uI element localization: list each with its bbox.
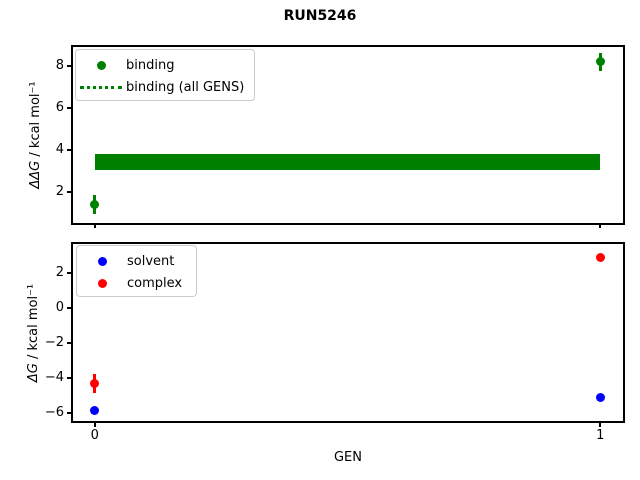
y-tick <box>67 107 72 110</box>
figure-title: RUN5246 <box>283 8 357 24</box>
x-tick-label: 1 <box>596 428 605 443</box>
legend-label-solvent: solvent <box>127 253 175 269</box>
y-axis-label-ddg-symbol: ΔΔG <box>28 160 43 189</box>
data-point-complex-1 <box>595 252 605 262</box>
y-tick <box>67 306 72 309</box>
legend-item-solvent: solvent <box>77 250 188 272</box>
y-tick-label: 8 <box>55 58 64 74</box>
legend-item-binding: binding <box>76 54 246 76</box>
y-axis-label-ddg: ΔΔG / kcal mol⁻¹ <box>28 25 44 245</box>
y-tick <box>67 65 72 68</box>
y-tick-label: −2 <box>44 335 64 351</box>
legend-marker-solvent-icon <box>77 256 127 266</box>
y-tick-label: 0 <box>55 299 64 315</box>
x-tick-label: 0 <box>90 428 99 443</box>
y-tick-label: 6 <box>55 100 64 116</box>
legend-item-binding-all-gens: binding (all GENS) <box>76 76 246 98</box>
y-tick <box>67 377 72 380</box>
data-point-binding-0 <box>90 199 100 209</box>
legend-marker-binding-icon <box>76 60 126 70</box>
data-point-solvent-1 <box>595 393 605 403</box>
y-tick-label: −4 <box>44 370 64 386</box>
y-tick-label: −6 <box>44 405 64 421</box>
y-tick <box>67 149 72 152</box>
y-tick <box>67 191 72 194</box>
data-point-binding-1 <box>595 57 605 67</box>
y-tick-label: 2 <box>55 184 64 200</box>
x-tick <box>599 422 602 427</box>
band-binding-all-gens- <box>94 154 601 170</box>
y-tick-label: 2 <box>55 264 64 280</box>
y-tick <box>67 412 72 415</box>
x-tick <box>599 223 602 228</box>
legend-marker-complex-icon <box>77 278 127 288</box>
data-point-complex-0 <box>90 378 100 388</box>
x-tick <box>93 422 96 427</box>
y-tick <box>67 342 72 345</box>
legend-item-complex: complex <box>77 272 188 294</box>
legend-top: binding binding (all GENS) <box>75 49 255 101</box>
axes-dg-legs <box>71 242 625 423</box>
axes-ddg-binding <box>71 45 625 225</box>
legend-label-binding-all-gens: binding (all GENS) <box>126 79 245 95</box>
y-axis-label-dg-unit: / kcal mol⁻¹ <box>26 283 41 364</box>
y-tick-label: 4 <box>55 142 64 158</box>
legend-bottom: solvent complex <box>76 245 197 297</box>
x-tick <box>93 223 96 228</box>
data-point-solvent-0 <box>90 406 100 416</box>
x-axis-label: GEN <box>333 450 362 465</box>
y-tick <box>67 271 72 274</box>
legend-label-binding: binding <box>126 57 175 73</box>
legend-dotted-line-icon <box>76 85 126 89</box>
legend-label-complex: complex <box>127 275 183 291</box>
